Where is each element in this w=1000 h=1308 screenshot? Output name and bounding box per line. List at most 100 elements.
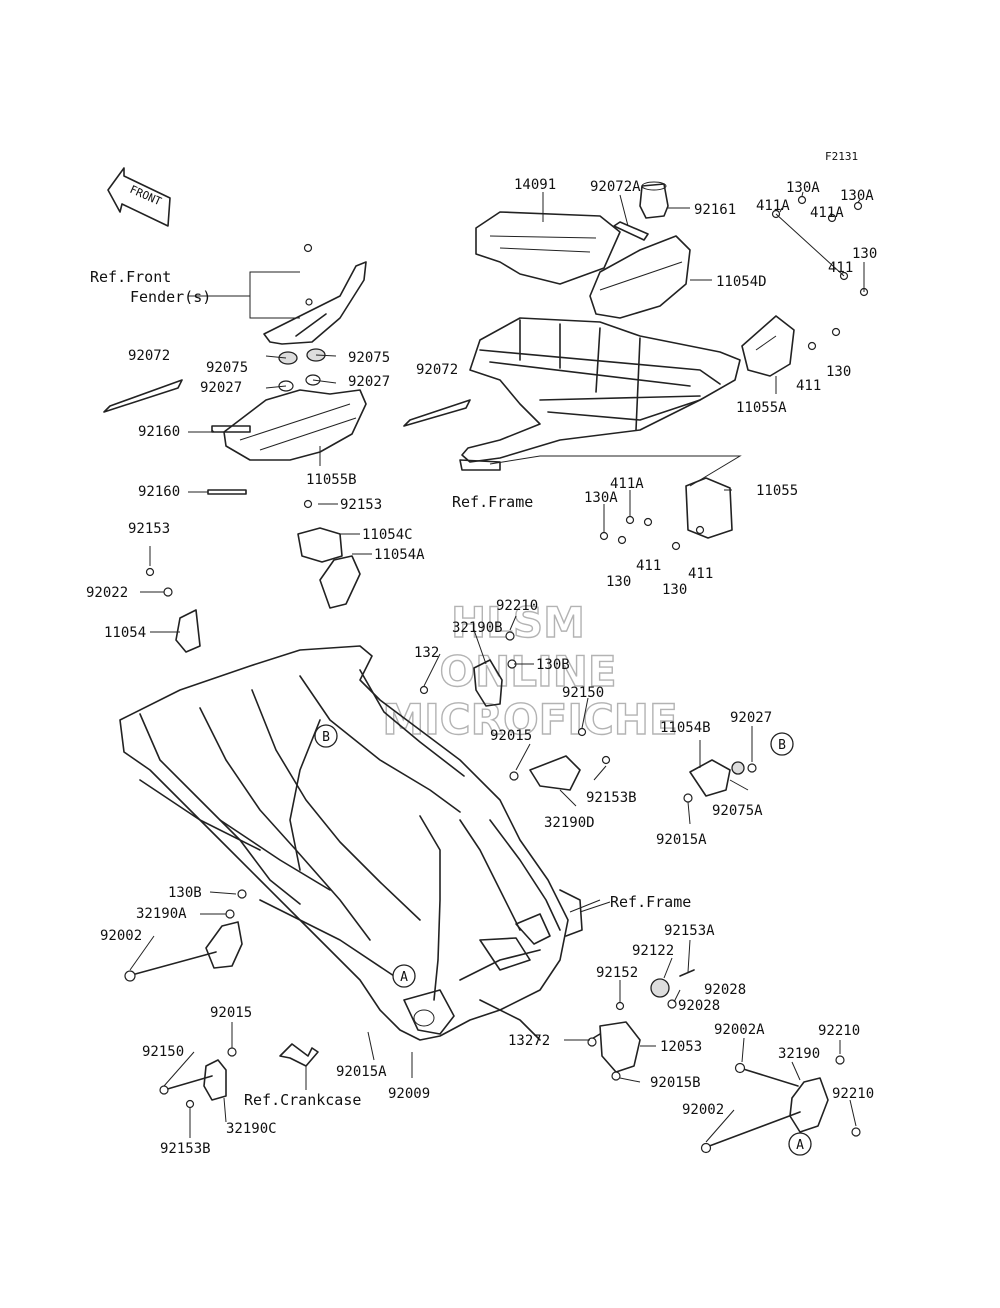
battery-case: [475, 211, 621, 285]
part-label: 92015: [490, 728, 532, 744]
bracket-32190c: [159, 1047, 237, 1109]
part-label: 92075: [206, 360, 248, 376]
part-label: 92028: [678, 998, 720, 1014]
part-label: 92002: [100, 928, 142, 944]
front-carrier-11055b: [223, 389, 367, 461]
part-label: 92210: [818, 1023, 860, 1039]
part-label: 92027: [730, 710, 772, 726]
part-label: 92161: [694, 202, 736, 218]
engine-mount-rear: [587, 969, 695, 1081]
ref-crankcase: Ref.Crankcase: [244, 1091, 361, 1109]
marker-a-frame: A: [392, 964, 416, 988]
part-label: 92015A: [336, 1064, 387, 1080]
part-label: 32190: [778, 1046, 820, 1062]
part-label: 11054D: [716, 274, 767, 290]
part-label: 130A: [786, 180, 820, 196]
part-label: 11055A: [736, 400, 787, 416]
part-label: 411: [828, 260, 853, 276]
cap-92161: [639, 181, 669, 219]
bracket-11055: [685, 477, 733, 539]
svg-text:A: A: [796, 1138, 804, 1153]
svg-text:A: A: [400, 970, 408, 985]
part-label: 32190D: [544, 815, 595, 831]
part-label: 92015B: [650, 1075, 701, 1091]
straps-92072: [103, 379, 471, 427]
part-label: 92153: [128, 521, 170, 537]
part-label: 92015: [210, 1005, 252, 1021]
part-labels: 14091 92072A 92161 11054D 411A 130A 411A…: [86, 177, 877, 1157]
part-label: 130: [662, 582, 687, 598]
bracket-crankcase: [279, 1043, 319, 1067]
part-label: 92160: [138, 424, 180, 440]
part-label: 92150: [142, 1044, 184, 1060]
part-label: 130B: [536, 657, 570, 673]
part-label: 11055B: [306, 472, 357, 488]
part-label: 92153B: [586, 790, 637, 806]
strap-92072a: [613, 221, 649, 241]
bracket-11055a: [741, 315, 795, 377]
part-label: 92153B: [160, 1141, 211, 1157]
part-label: 14091: [514, 177, 556, 193]
part-label: 92028: [704, 982, 746, 998]
ref-front-fender-line2: Fender(s): [130, 288, 211, 306]
part-label: 92002A: [714, 1022, 765, 1038]
part-label: 92072: [128, 348, 170, 364]
part-label: 411A: [610, 476, 644, 492]
watermark-line-1: HLSM: [451, 598, 585, 647]
part-label: 32190C: [226, 1121, 277, 1137]
part-label: 12053: [660, 1039, 702, 1055]
part-label: 130: [606, 574, 631, 590]
watermark-line-2: ONLINE: [439, 647, 616, 696]
watermark: HLSM ONLINE MICROFICHE: [382, 597, 679, 744]
part-label: 32190B: [452, 620, 503, 636]
part-label: 130: [826, 364, 851, 380]
marker-b-left: B: [314, 724, 338, 748]
part-label: 13272: [508, 1033, 550, 1049]
part-label: 130: [852, 246, 877, 262]
part-label: 130A: [840, 188, 874, 204]
part-label: 11055: [756, 483, 798, 499]
part-label: 92210: [496, 598, 538, 614]
engine-mount-32190a: [124, 889, 247, 982]
diagram-code: F2131: [825, 150, 858, 163]
part-label: 92002: [682, 1102, 724, 1118]
part-label: 92210: [832, 1086, 874, 1102]
part-label: 411A: [756, 198, 790, 214]
watermark-line-3: MICROFICHE: [382, 695, 677, 744]
ref-frame-right: Ref.Frame: [610, 893, 691, 911]
part-label: 11054A: [374, 547, 425, 563]
bracket-11054c-11054a: [145, 499, 361, 653]
battery-bracket-11054d: [589, 235, 691, 319]
part-label: 11054B: [660, 720, 711, 736]
part-label: 92160: [138, 484, 180, 500]
pads-92160: [207, 425, 251, 495]
part-label: 411: [796, 378, 821, 394]
part-label: 92027: [348, 374, 390, 390]
part-label: 411A: [810, 205, 844, 221]
part-label: 92072A: [590, 179, 641, 195]
part-label: 130B: [168, 885, 202, 901]
leader-lines: [129, 191, 865, 1143]
part-label: 92150: [562, 685, 604, 701]
rear-subframe: [459, 317, 741, 471]
marker-a-mount: A: [788, 1132, 812, 1156]
front-arrow-icon: FRONT: [107, 167, 171, 227]
part-label: 92015A: [656, 832, 707, 848]
part-label: 32190A: [136, 906, 187, 922]
svg-text:B: B: [778, 738, 786, 753]
part-label: 92153A: [664, 923, 715, 939]
part-label: 92009: [388, 1086, 430, 1102]
part-label: 92075A: [712, 803, 763, 819]
part-label: 92027: [200, 380, 242, 396]
svg-text:B: B: [322, 730, 330, 745]
marker-b-right: B: [770, 732, 794, 756]
main-frame: [119, 645, 583, 1041]
part-label: 411: [688, 566, 713, 582]
part-label: 411: [636, 558, 661, 574]
part-label: 92153: [340, 497, 382, 513]
front-bracket-assembly: [263, 243, 367, 392]
part-label: 92072: [416, 362, 458, 378]
engine-mount-32190: [700, 1055, 861, 1154]
